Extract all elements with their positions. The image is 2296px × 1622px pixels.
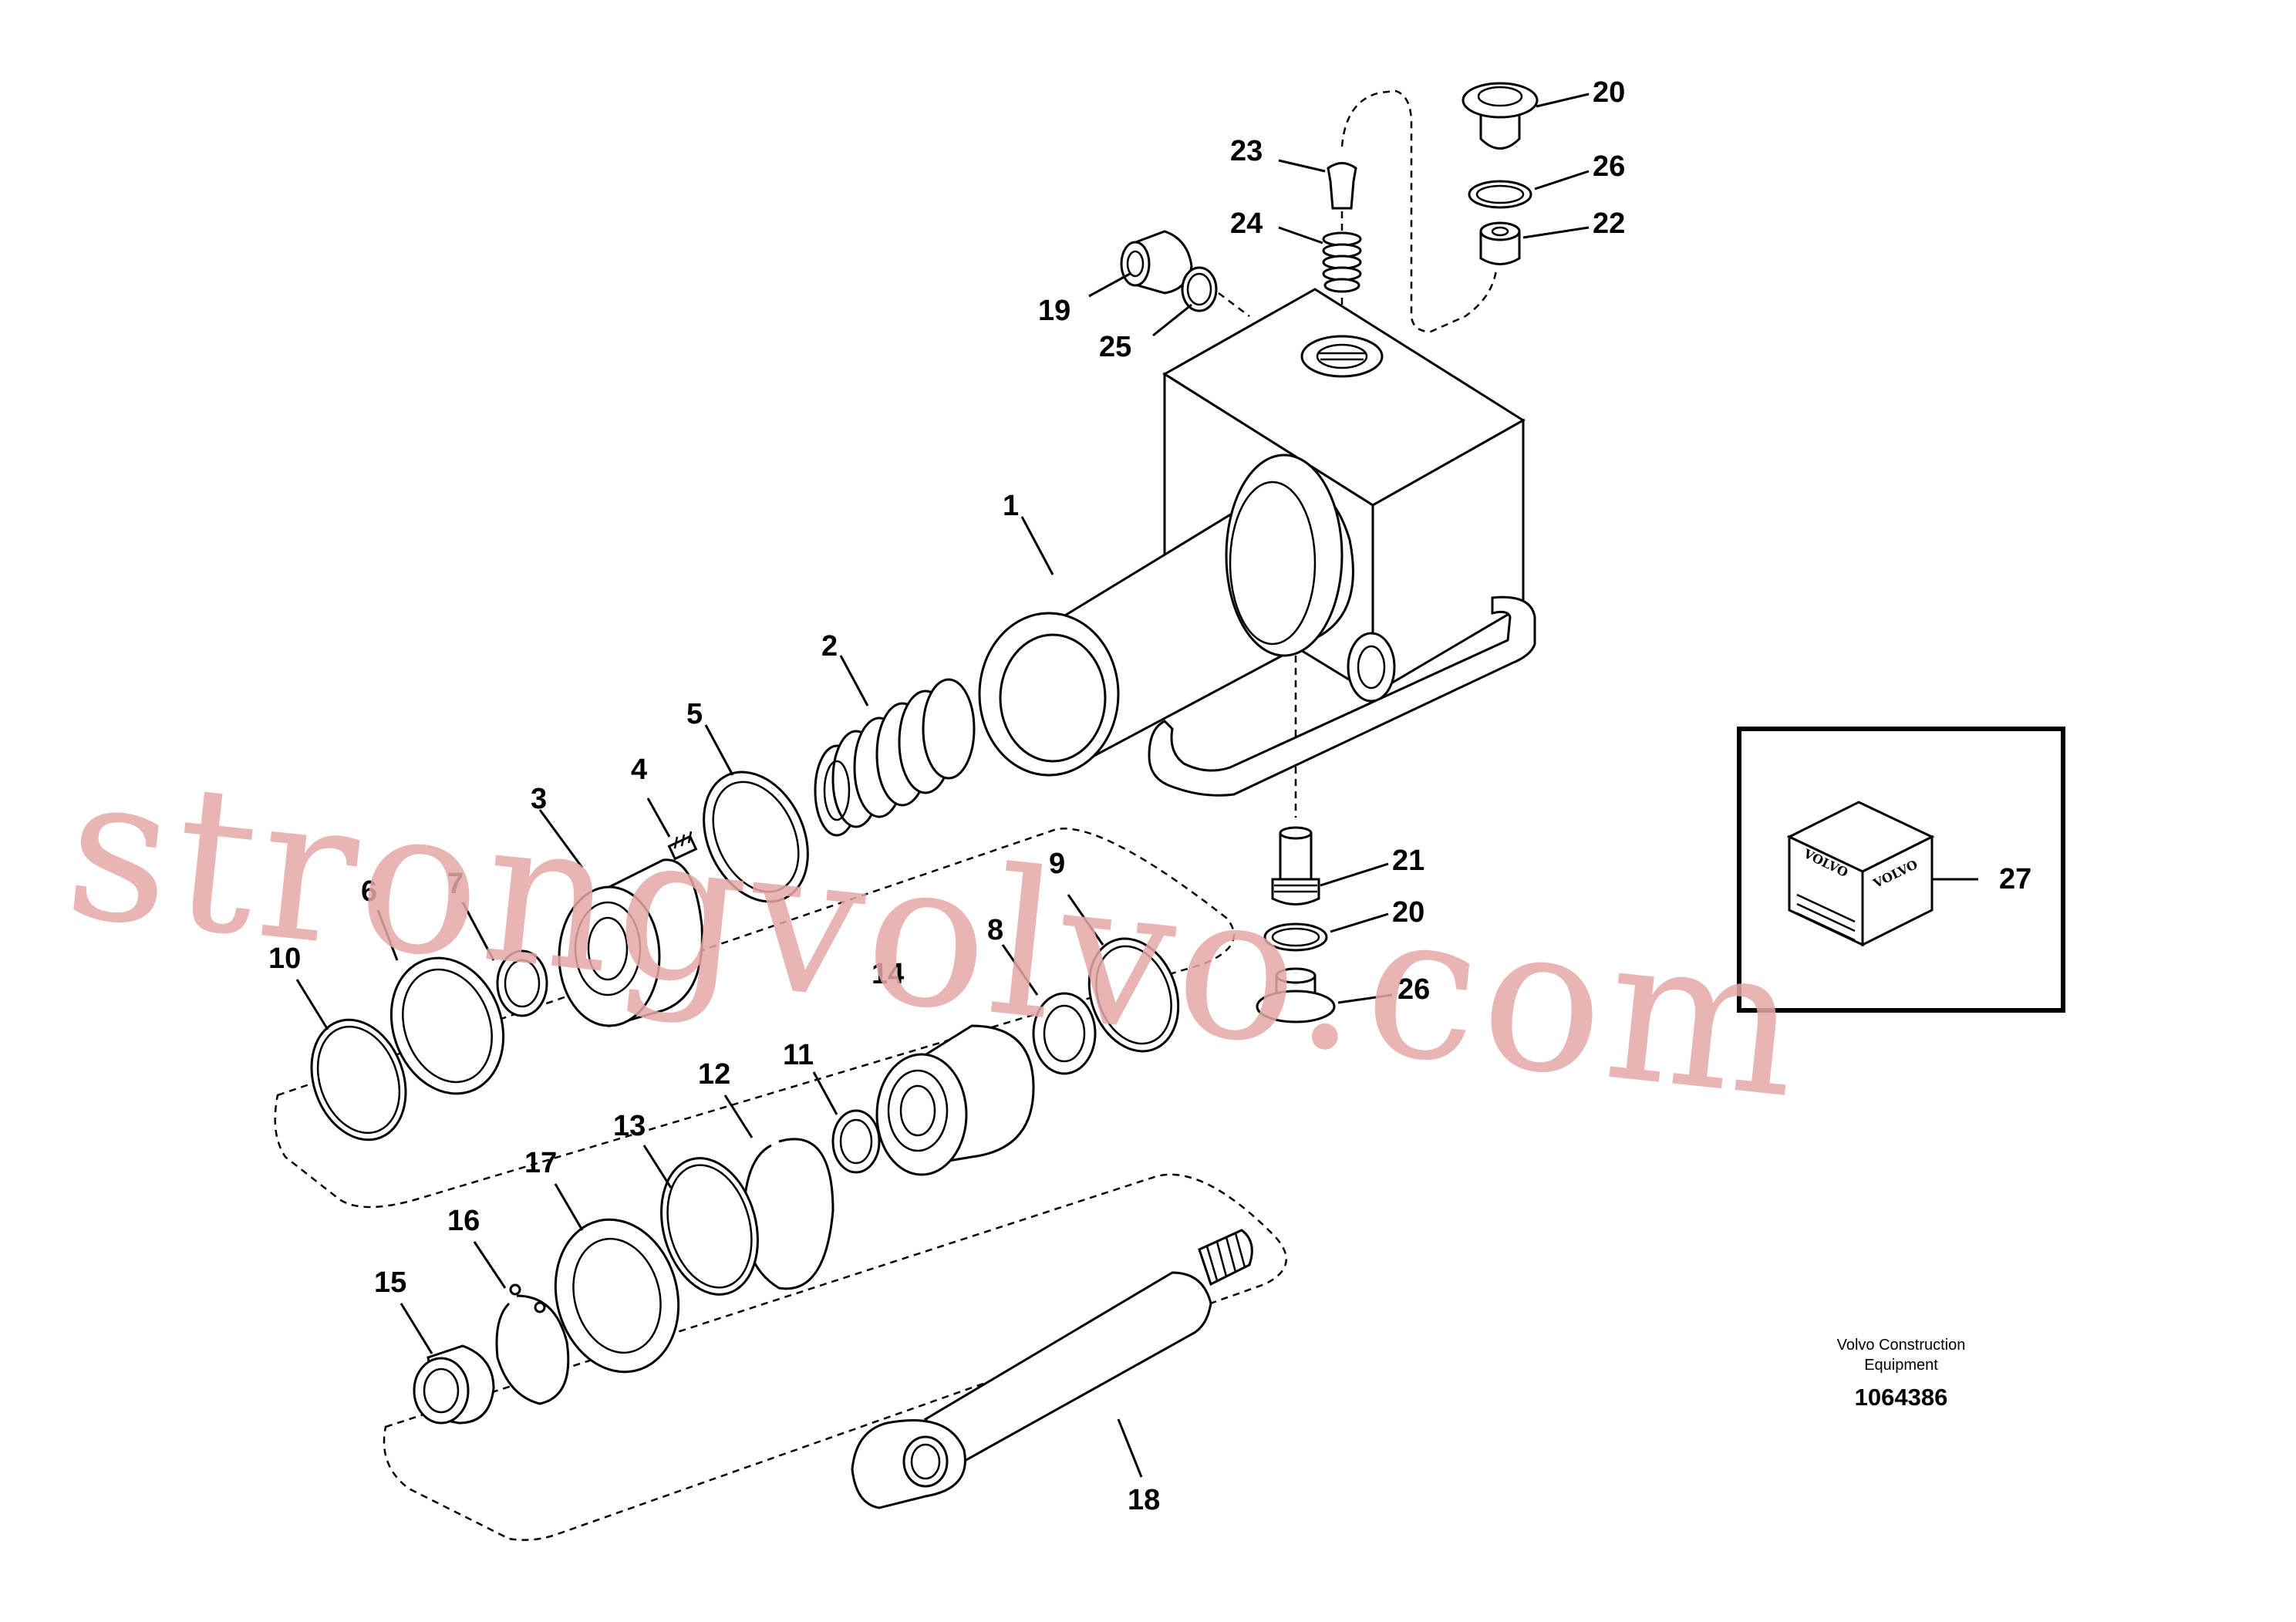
callout-18: 18 bbox=[1128, 1484, 1160, 1516]
callout-27: 27 bbox=[1999, 863, 2031, 895]
footer-line-1: Volvo Construction bbox=[1837, 1337, 1966, 1354]
footer-line-2: Equipment bbox=[1864, 1357, 1938, 1374]
callout-10: 10 bbox=[268, 943, 301, 975]
ring-11-part bbox=[831, 1109, 881, 1174]
plug-19-part bbox=[1120, 230, 1193, 295]
valve-body-part bbox=[978, 288, 1536, 797]
spring-24-part bbox=[1322, 231, 1362, 293]
leader-lines bbox=[295, 93, 1590, 1478]
plug-20-top-part bbox=[1462, 82, 1539, 150]
fitting-21-part bbox=[1271, 826, 1320, 905]
plunger-23-part bbox=[1327, 162, 1357, 210]
axis-19 bbox=[1218, 292, 1250, 317]
ring-8-part bbox=[1032, 992, 1097, 1075]
callout-13: 13 bbox=[613, 1110, 646, 1142]
bushing-15-part bbox=[413, 1344, 495, 1425]
o-ring-26-top-part bbox=[1468, 180, 1532, 209]
ring-9-part bbox=[1087, 937, 1180, 1053]
snap-ring-12-part bbox=[743, 1138, 834, 1290]
drawing-number: 1064386 bbox=[1855, 1384, 1948, 1411]
callout-labels: 1 2 3 4 5 6 7 8 9 10 11 12 13 14 15 16 1… bbox=[268, 76, 1625, 1516]
callout-16: 16 bbox=[447, 1205, 480, 1237]
snap-ring-16-part bbox=[495, 1283, 570, 1405]
o-ring-20-bottom-part bbox=[1263, 922, 1328, 952]
piston-14-part bbox=[875, 1024, 1035, 1176]
callout-7: 7 bbox=[447, 868, 464, 900]
callout-21: 21 bbox=[1392, 845, 1424, 877]
callout-8: 8 bbox=[987, 914, 1003, 946]
callout-1: 1 bbox=[1003, 490, 1019, 522]
callout-15: 15 bbox=[374, 1266, 406, 1299]
ring-10-part bbox=[310, 1018, 407, 1141]
seal-kit-inset: VOLVO VOLVO 27 bbox=[1737, 727, 2065, 1013]
callout-11: 11 bbox=[783, 1039, 814, 1071]
plug-26-bottom-part bbox=[1256, 967, 1336, 1023]
callout-23: 23 bbox=[1230, 135, 1263, 167]
callout-25: 25 bbox=[1099, 331, 1131, 363]
callout-3: 3 bbox=[531, 783, 547, 815]
callout-19: 19 bbox=[1038, 295, 1070, 327]
callout-26-bottom: 26 bbox=[1397, 973, 1430, 1006]
piston-3-part bbox=[558, 858, 703, 1027]
callout-26-top: 26 bbox=[1593, 150, 1625, 183]
ring-7-part bbox=[496, 949, 548, 1017]
ring-5-part bbox=[703, 771, 809, 903]
wiper-17-part bbox=[554, 1218, 680, 1374]
callout-14: 14 bbox=[872, 958, 904, 990]
callout-4: 4 bbox=[631, 754, 647, 786]
callout-20-top: 20 bbox=[1593, 76, 1625, 109]
callout-24: 24 bbox=[1230, 207, 1263, 240]
o-ring-25-part bbox=[1181, 266, 1218, 312]
nipple-22-part bbox=[1479, 221, 1521, 265]
callout-2: 2 bbox=[821, 630, 838, 663]
ring-6-part bbox=[389, 956, 505, 1095]
callout-5: 5 bbox=[686, 698, 703, 730]
footer-caption: Volvo Construction Equipment 1064386 bbox=[1837, 1337, 1966, 1411]
ring-13-part bbox=[660, 1157, 759, 1296]
spring-part bbox=[814, 678, 976, 837]
piston-rod-18-part bbox=[851, 1229, 1253, 1509]
callout-12: 12 bbox=[698, 1058, 730, 1091]
callout-6: 6 bbox=[361, 875, 377, 908]
set-screw-4-part bbox=[667, 831, 698, 861]
callout-9: 9 bbox=[1049, 848, 1065, 880]
callout-22: 22 bbox=[1593, 207, 1625, 240]
callout-17: 17 bbox=[524, 1147, 557, 1179]
callout-20-bottom: 20 bbox=[1392, 896, 1424, 929]
axis-top-route bbox=[1340, 89, 1498, 333]
